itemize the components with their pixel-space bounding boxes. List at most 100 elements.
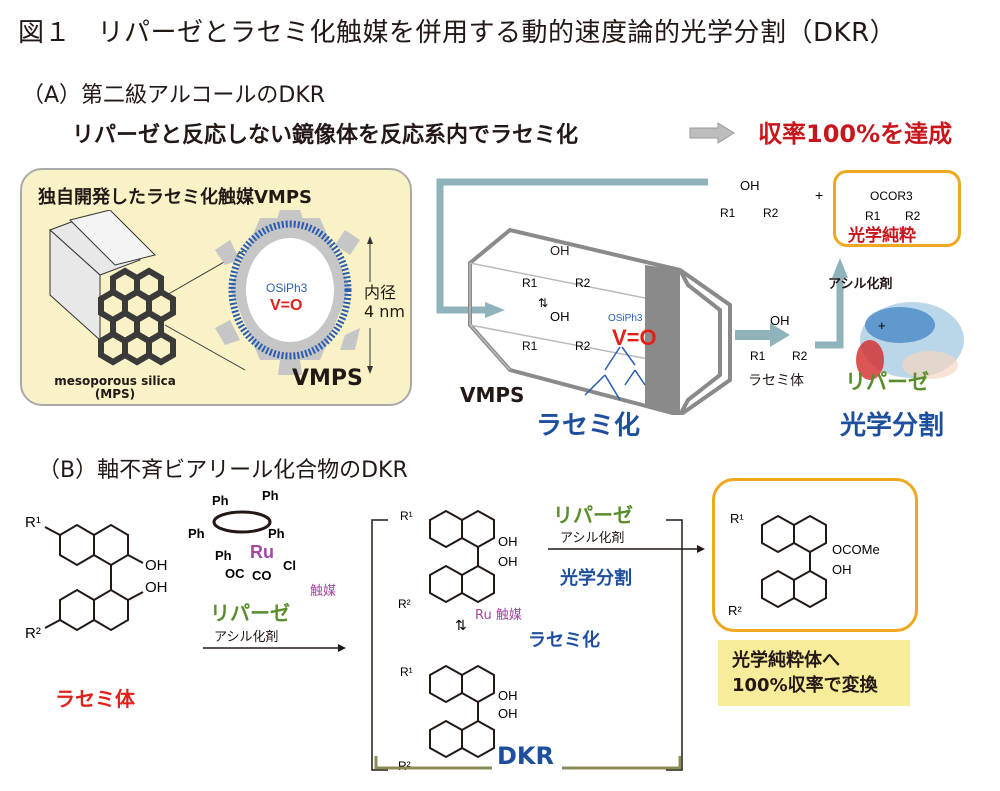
substrate-oh1: OH (145, 557, 168, 574)
product-oh: OH (832, 562, 852, 577)
dkr-bracket (374, 756, 492, 770)
racemization-label: ラセミ化 (536, 411, 641, 441)
svg-text:CO: CO (252, 568, 272, 583)
reactor-r1-top: R1 (522, 276, 538, 290)
bracket-ru-catalyst: Ru 触媒 (475, 608, 522, 623)
mps-illustration: OSiPh3 V=O (49, 210, 373, 375)
binol-substrate-icon (44, 523, 144, 632)
bracket-acyl-agent: アシル化剤 (560, 531, 625, 546)
right-bracket (666, 519, 683, 771)
svg-text:R²: R² (398, 597, 411, 611)
product-box (712, 478, 918, 632)
reactor-diagram: OH R1 R2 ⇅ OH R1 R2 OSiPh3 V=O OH R1 R2 … (436, 178, 964, 415)
condition-acyl-agent: アシル化剤 (214, 630, 279, 645)
svg-text:Ph: Ph (262, 488, 279, 503)
pore-label-line2: 4 nm (364, 302, 405, 321)
substrate-oh2: OH (145, 579, 168, 596)
result-line1: 光学純粋体へ (732, 650, 840, 671)
racemate-oh: OH (770, 313, 790, 328)
reactor-r2-top: R2 (575, 276, 591, 290)
catalyst-label: 触媒 (310, 584, 337, 599)
plus-sign: + (815, 187, 823, 203)
pure-product-box (833, 170, 961, 247)
acyl-agent-label: アシル化剤 (828, 277, 893, 292)
recycle-arrow-line (436, 178, 708, 314)
racemate-r1: R1 (750, 349, 766, 363)
reactor-osiph3: OSiPh3 (608, 313, 643, 324)
figure-title: 図１ リパーゼとラセミ化触媒を併用する動的速度論的光学分割（DKR） (18, 18, 897, 48)
bracket-racemization: ラセミ化 (528, 630, 600, 651)
svg-text:Ph: Ph (212, 493, 229, 508)
mps-label-line1: mesoporous silica (54, 374, 176, 388)
reactor-out-arrow (735, 323, 790, 347)
vmps-pore-icon: OSiPh3 V=O (215, 210, 360, 375)
resolution-arrow-head (832, 258, 848, 278)
optically-pure-label: 光学純粋 (848, 226, 916, 246)
vmps-box-title: 独自開発したラセミ化触媒VMPS (38, 187, 312, 208)
pore-size-label: 内径 4 nm (364, 283, 405, 321)
reactor-oh-bottom: OH (550, 309, 570, 324)
svg-text:Ph: Ph (188, 526, 205, 541)
result-box (718, 640, 910, 706)
bracket-oh2: OH (498, 554, 518, 569)
racemate-r2: R2 (792, 349, 808, 363)
product-r2: R2 (763, 206, 779, 220)
mps-label: mesoporous silica (MPS) (50, 375, 180, 401)
pore-label-line1: 内径 (364, 283, 397, 302)
racemate-label: ラセミ体 (748, 373, 804, 389)
reactor-r1-bottom: R1 (522, 339, 538, 353)
result-text: 光学純粋体へ 100%収率で変換 (732, 648, 878, 698)
product-r1: R1 (720, 206, 736, 220)
substrate-r1: R¹ (25, 514, 41, 531)
section-b-scheme: R¹ R² OH OH Ph Ph Ph Ph Ph Ru OC CO Cl R… (25, 488, 880, 773)
svg-text:Cl: Cl (283, 558, 296, 573)
optical-resolution-label: 光学分割 (840, 411, 945, 441)
recycle-arrow-head (485, 302, 505, 318)
product-ocor3: OCOR3 (870, 189, 913, 203)
pore-vo: V=O (270, 297, 302, 314)
gray-right-arrow-icon (689, 122, 735, 144)
equilibrium-arrows: ⇅ (538, 296, 548, 310)
substrate-r2: R² (25, 625, 41, 642)
condition-lipase: リパーゼ (210, 601, 290, 625)
reactor-vo: V=O (612, 325, 657, 350)
mesoporous-silica-icon (49, 210, 246, 371)
dkr-label: DKR (497, 742, 554, 770)
lipase-protein-icon (856, 302, 964, 380)
bracket-optical-resolution: 光学分割 (560, 568, 632, 589)
bracket-oh3: OH (498, 688, 518, 703)
yield-result: 収率100%を達成 (758, 120, 953, 148)
product-oh: OH (740, 178, 760, 193)
ru-catalyst-icon: Ph Ph Ph Ph Ph Ru OC CO Cl (188, 488, 296, 583)
equilibrium-icon: ⇅ (455, 617, 467, 633)
acyl-plus: + (878, 318, 886, 333)
svg-text:R¹: R¹ (400, 665, 413, 679)
svg-text:R¹: R¹ (400, 509, 413, 523)
bracket-oh1: OH (498, 534, 518, 549)
left-bracket (371, 519, 388, 771)
reactor-r2-bottom: R2 (575, 339, 591, 353)
svg-text:R¹: R¹ (730, 511, 744, 526)
result-line2: 100%収率で変換 (732, 675, 878, 696)
reactor-oh-top: OH (550, 243, 570, 258)
ester-r1: R1 (865, 209, 881, 223)
product-ocome: OCOMe (832, 542, 880, 557)
ru-metal: Ru (250, 542, 274, 562)
vmps-box-label: VMPS (292, 366, 363, 391)
reactor-label: VMPS (460, 383, 525, 407)
bracket-oh4: OH (498, 706, 518, 721)
pore-osiph3: OSiPh3 (266, 281, 308, 295)
resolution-arrow-line (815, 275, 844, 349)
lipase-label: リパーゼ (845, 370, 929, 394)
section-a-heading: （A）第二級アルコールのDKR (22, 83, 326, 108)
substrate-racemate-label: ラセミ体 (55, 687, 135, 711)
section-b-heading: （B）軸不斉ビアリール化合物のDKR (38, 458, 408, 483)
svg-text:Ph: Ph (268, 526, 285, 541)
ester-r2: R2 (905, 209, 921, 223)
section-a-subtitle: リパーゼと反応しない鏡像体を反応系内でラセミ化 (72, 123, 579, 148)
mps-label-line2: (MPS) (94, 387, 136, 401)
svg-text:OC: OC (225, 566, 245, 581)
svg-text:Ph: Ph (215, 548, 232, 563)
bracket-lipase: リパーゼ (553, 503, 633, 527)
svg-text:R²: R² (398, 759, 411, 773)
